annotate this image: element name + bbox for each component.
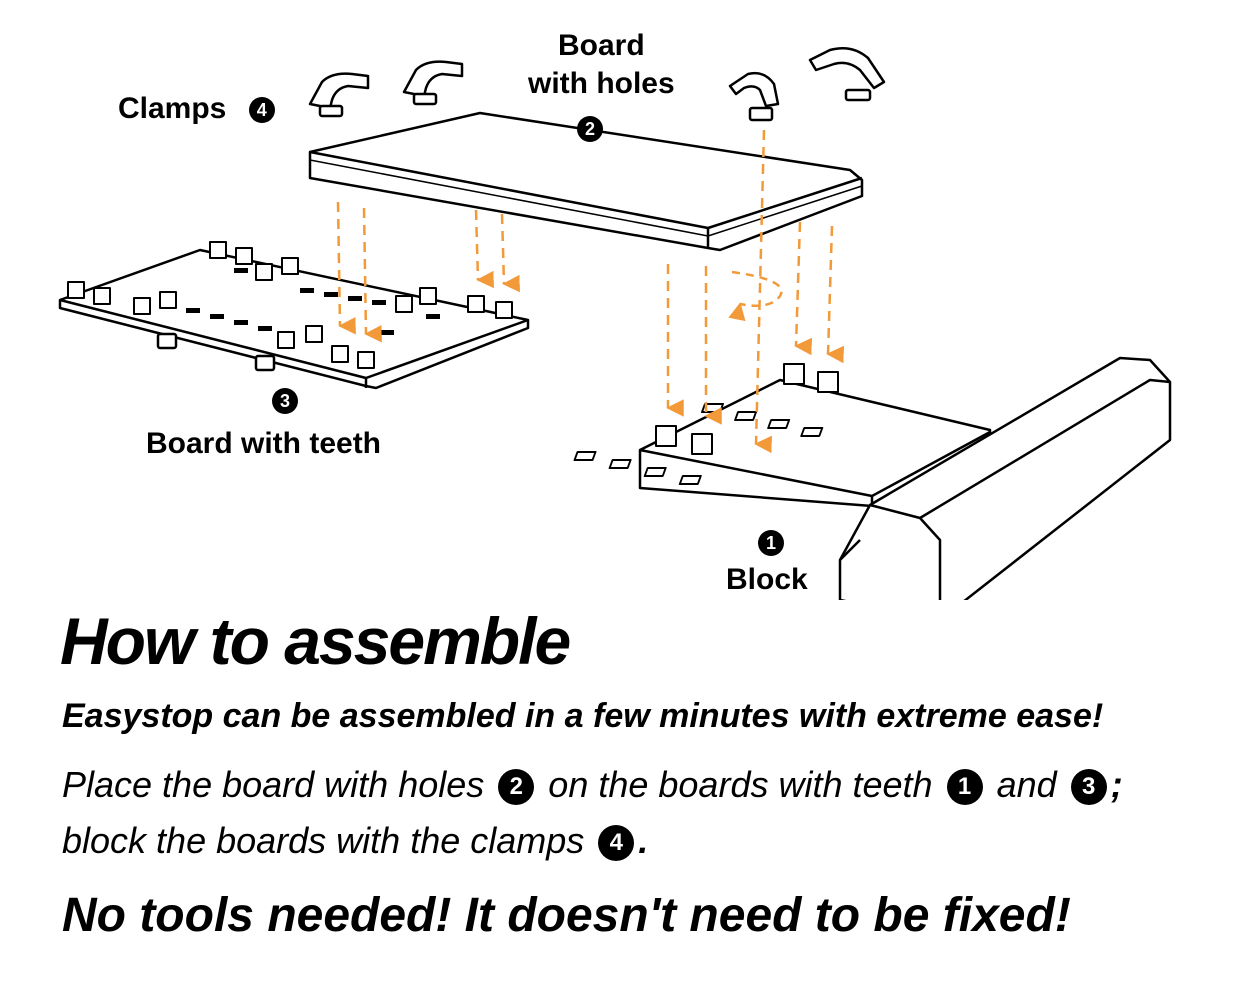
instruction-line-1: Place the board with holes 2 on the boar… [62, 764, 1123, 806]
number-badge-4: 4 [248, 97, 275, 124]
number-badge-3: 3 [272, 388, 298, 414]
page-title: How to assemble [60, 604, 571, 678]
board-holes-label-line2: with holes [528, 67, 675, 100]
clamps [308, 47, 886, 122]
number-badge-2: 2 [577, 116, 603, 142]
number-badge-1-inline: 1 [946, 769, 983, 806]
clamp-1 [308, 72, 370, 118]
board-with-holes [308, 111, 864, 252]
number-badge-1: 1 [758, 530, 784, 556]
number-badge-4-inline: 4 [598, 825, 635, 862]
clamp-4 [808, 47, 886, 102]
assembly-arrows [336, 129, 845, 454]
number-badge-3-inline: 3 [1070, 769, 1107, 806]
clamp-3 [728, 71, 780, 122]
subtitle: Easystop can be assembled in a few minut… [62, 697, 1104, 735]
board-with-teeth [58, 241, 530, 390]
instruction-line-2: block the boards with the clamps 4. [62, 820, 649, 862]
clamp-2 [402, 60, 464, 106]
block-label: Block [726, 563, 808, 596]
assembly-illustration [58, 47, 1172, 600]
board-holes-label-line1: Board [558, 29, 645, 62]
footer-tagline: No tools needed! It doesn't need to be f… [62, 889, 1071, 942]
board-teeth-label: Board with teeth [146, 427, 382, 460]
block [573, 356, 1172, 600]
clamps-label: Clamps 4 [118, 90, 275, 128]
number-badge-2-inline: 2 [498, 769, 535, 806]
